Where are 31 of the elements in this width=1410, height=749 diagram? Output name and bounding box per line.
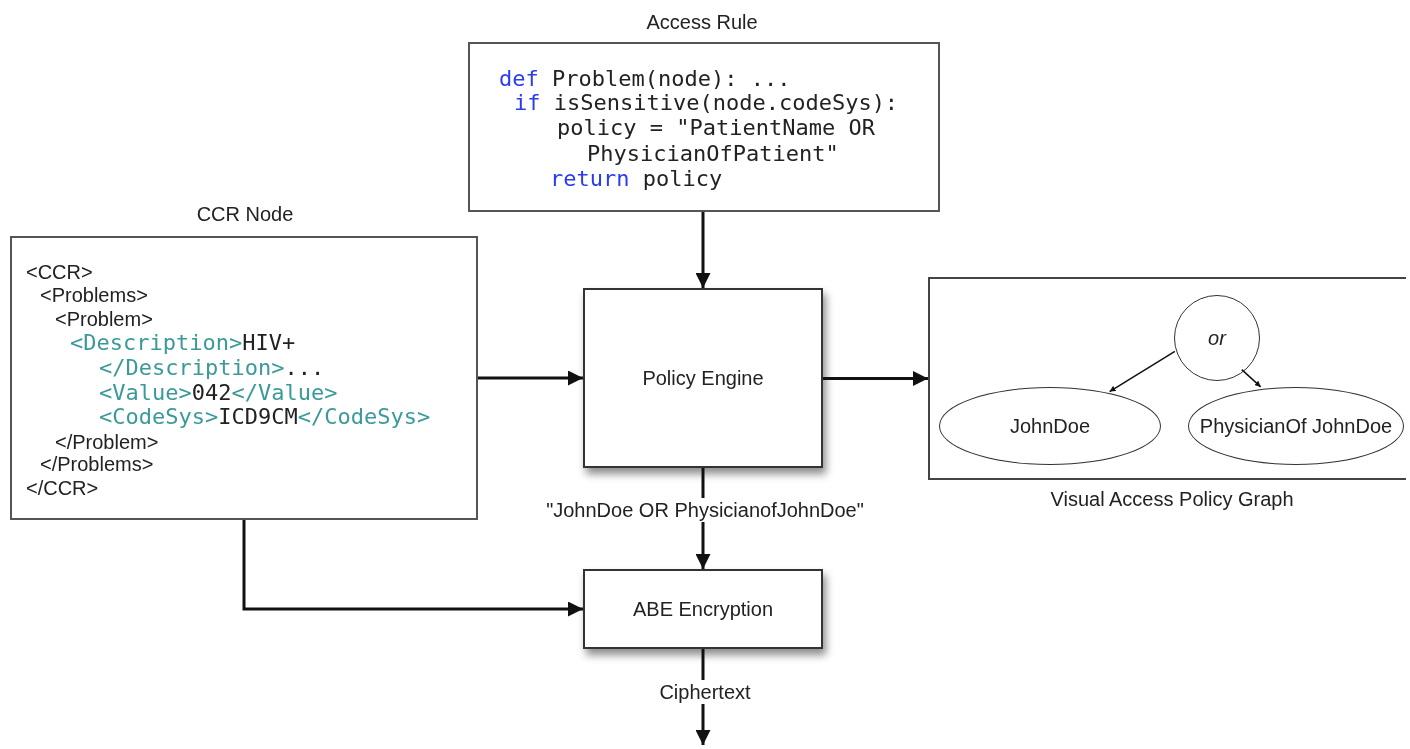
node-label: JohnDoe bbox=[1008, 414, 1092, 438]
box-title: Visual Access Policy Graph bbox=[1050, 487, 1294, 511]
code-line: def Problem(node): ... bbox=[499, 67, 791, 91]
code-line: PhysicianOfPatient" bbox=[587, 142, 839, 166]
box-title: CCR Node bbox=[196, 202, 294, 226]
code-line: </Description>... bbox=[99, 356, 325, 380]
process-box bbox=[583, 288, 823, 468]
code-line: <CCR> bbox=[26, 260, 93, 284]
code-line: policy = "PatientName OR bbox=[557, 116, 875, 140]
code-line: <Problem> bbox=[55, 307, 153, 331]
arrow bbox=[242, 520, 583, 617]
code-line: <Description>HIV+ bbox=[70, 331, 296, 355]
arrow bbox=[478, 370, 583, 386]
arrow bbox=[1108, 350, 1176, 393]
code-line: if isSensitive(node.codeSys): bbox=[514, 91, 899, 115]
arrow bbox=[695, 212, 711, 288]
node-label: PhysicianOf JohnDoe bbox=[1198, 414, 1394, 438]
code-line: <Value>042</Value> bbox=[99, 381, 338, 405]
code-line: return policy bbox=[550, 167, 723, 191]
code-line: </Problem> bbox=[55, 430, 159, 454]
node-label: Policy Engine bbox=[641, 366, 765, 390]
code-line: </CCR> bbox=[26, 476, 99, 500]
code-line: </Problems> bbox=[40, 452, 154, 476]
node-label: ABE Encryption bbox=[631, 597, 775, 621]
arrow bbox=[823, 371, 928, 386]
code-line: <CodeSys>ICD9CM</CodeSys> bbox=[99, 405, 431, 429]
arrow bbox=[1241, 368, 1262, 388]
box-title: Access Rule bbox=[646, 10, 758, 34]
node-label: or bbox=[1207, 326, 1228, 350]
code-line: <Problems> bbox=[40, 283, 148, 307]
process-box bbox=[583, 569, 823, 649]
